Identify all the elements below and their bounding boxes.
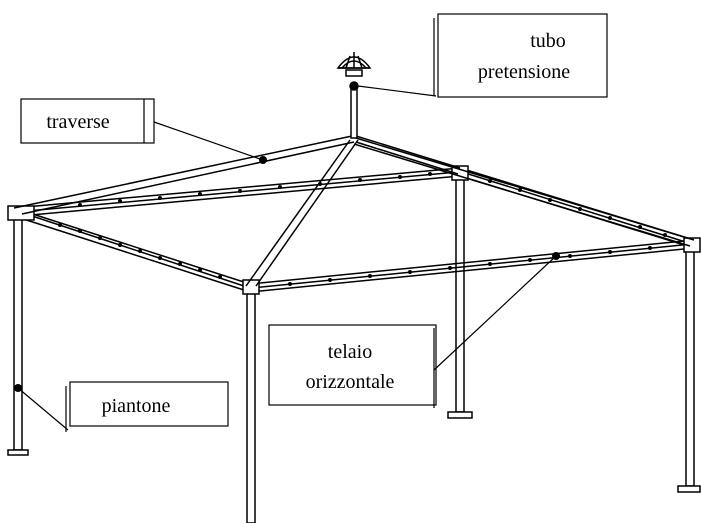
label-box-tubo-pretensione [437, 13, 608, 98]
tension-pole-marker [349, 81, 359, 91]
label-box-piantone [69, 381, 229, 427]
label-box-telaio-orizzontale [268, 324, 437, 406]
telaio-orizzontale-marker [552, 252, 560, 260]
leg-front-left-foot [7, 449, 29, 456]
rafters [13, 135, 695, 287]
leg-back-center [455, 175, 465, 413]
label-telaio-orizzontale-line1: telaio [328, 341, 372, 363]
leader-telaio-orizzontale [433, 255, 557, 371]
leader-traverse [153, 121, 264, 161]
frame-rivets [58, 172, 667, 286]
callout-traverse: traverse [20, 98, 267, 164]
label-tubo-pretensione-line2: pretensione [478, 61, 570, 83]
leader-tubo-pretensione [357, 85, 437, 97]
leg-front-left [13, 211, 23, 451]
leader-piantone [17, 387, 69, 431]
label-piantone: piantone [102, 395, 171, 417]
label-telaio-orizzontale-line2: orizzontale [306, 371, 395, 393]
tension-pole [336, 52, 372, 139]
horizontal-frame [7, 165, 701, 295]
tension-pole-tube [350, 85, 358, 139]
label-box-traverse [20, 98, 155, 144]
beam-back-left [13, 167, 461, 217]
beam-front-right [249, 239, 695, 293]
callout-piantone: piantone [14, 381, 229, 432]
leg-right-foot [677, 485, 701, 493]
beam-front-left [13, 207, 251, 293]
callout-telaio-orizzontale: telaio orizzontale [268, 252, 560, 408]
label-tubo-pretensione-line1: tubo [530, 30, 566, 52]
tension-pole-collar [345, 69, 363, 77]
rafter-back [355, 135, 461, 175]
rafter-left [13, 135, 355, 215]
callout-tubo-pretensione: tubo pretensione [357, 13, 608, 98]
label-traverse: traverse [46, 111, 109, 133]
rafter-front [245, 139, 359, 287]
corner-joint-front [242, 279, 260, 295]
tension-pole-cap-ribs [338, 52, 370, 69]
corner-joint-right [683, 237, 701, 253]
piantone-marker [14, 384, 22, 392]
leg-back-center-foot [447, 411, 473, 419]
rafter-right [353, 137, 695, 247]
leg-front-center [246, 287, 256, 523]
leg-right [685, 245, 695, 487]
traverse-marker [259, 156, 267, 164]
